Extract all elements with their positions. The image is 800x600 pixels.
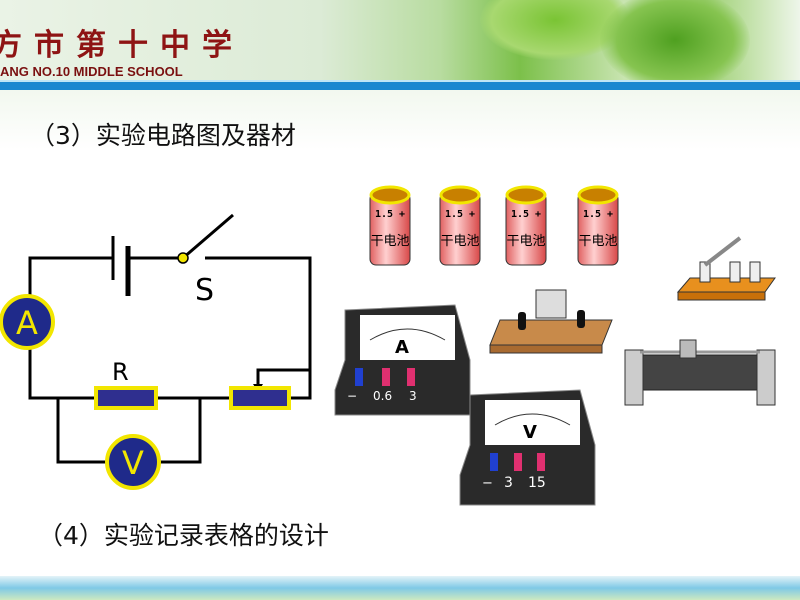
rheostat: [229, 386, 291, 410]
section-3-title: （3）实验电路图及器材: [30, 121, 296, 150]
svg-text:1.5 +: 1.5 +: [511, 209, 541, 220]
svg-text:干电池: 干电池: [440, 234, 479, 249]
svg-text:A: A: [395, 337, 409, 358]
battery: 1.5 + 干电池: [505, 185, 547, 266]
battery: 1.5 + 干电池: [439, 185, 481, 266]
ammeter-label: A: [16, 304, 38, 342]
svg-text:15: 15: [528, 475, 546, 491]
resistor: [94, 386, 158, 410]
knife-switch: [676, 236, 776, 301]
svg-text:−: −: [347, 389, 357, 403]
svg-text:干电池: 干电池: [506, 234, 545, 249]
switch-lever: [182, 213, 234, 260]
slide-footer: [0, 576, 800, 600]
svg-text:1.5 +: 1.5 +: [583, 209, 613, 220]
school-name-en: ANG NO.10 MIDDLE SCHOOL: [0, 64, 183, 79]
school-name-cn: 方市第十中学: [0, 28, 244, 63]
wire: [28, 256, 312, 400]
section-4-title: （4）实验记录表格的设计: [38, 521, 329, 550]
battery: 1.5 + 干电池: [369, 185, 411, 266]
voltmeter-label: V: [122, 444, 144, 482]
header-divider: [0, 80, 800, 90]
ammeter-symbol: [0, 294, 55, 350]
svg-text:3: 3: [504, 475, 513, 491]
svg-text:干电池: 干电池: [578, 234, 617, 249]
rheostat-slider: [256, 368, 310, 388]
svg-text:3: 3: [409, 389, 417, 403]
switch-pivot: [177, 252, 189, 264]
rheostat-device: [624, 339, 776, 406]
svg-text:V: V: [523, 422, 537, 443]
svg-text:0.6: 0.6: [373, 389, 392, 403]
battery: 1.5 + 干电池: [577, 185, 619, 266]
svg-text:−: −: [482, 476, 493, 491]
slide-header: 方市第十中学 ANG NO.10 MIDDLE SCHOOL: [0, 0, 800, 90]
resistor-board: [489, 289, 613, 354]
switch-label: S: [195, 273, 214, 308]
resistor-label: R: [112, 358, 129, 386]
svg-text:1.5 +: 1.5 +: [375, 209, 405, 220]
svg-text:干电池: 干电池: [370, 234, 409, 249]
ammeter-device: A − 0.6 3: [334, 304, 471, 416]
voltmeter-device: V − 3 15: [459, 389, 596, 506]
header-fade: [0, 90, 800, 150]
svg-text:1.5 +: 1.5 +: [445, 209, 475, 220]
leaf-decoration: [600, 0, 750, 90]
voltmeter-symbol: [105, 434, 161, 490]
